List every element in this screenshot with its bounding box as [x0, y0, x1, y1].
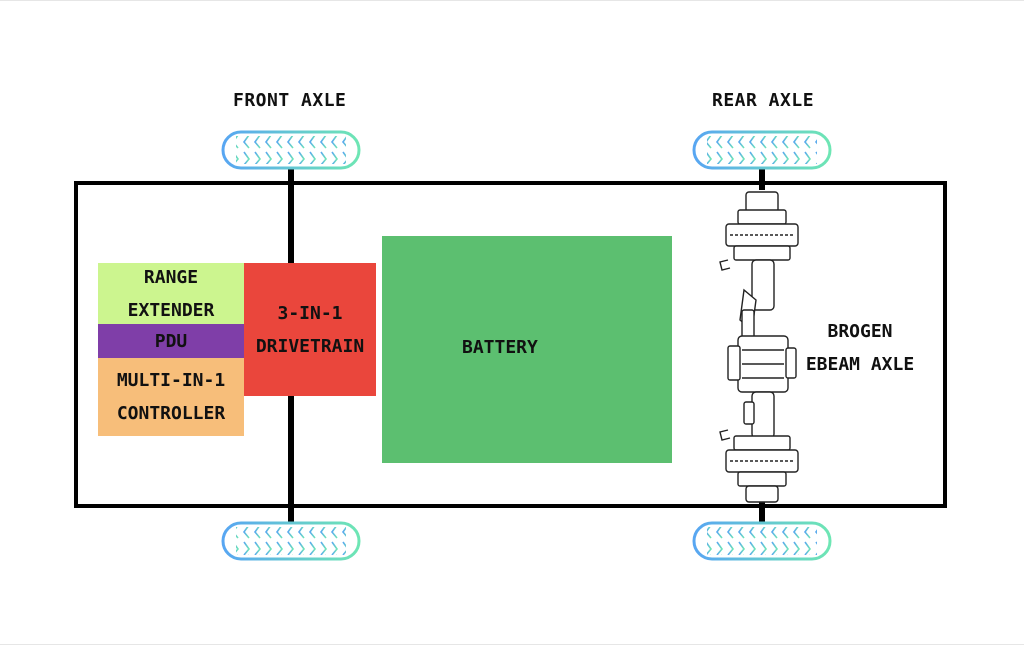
drivetrain-label-line2: DRIVETRAIN — [255, 335, 365, 357]
top-border — [0, 0, 1024, 1]
tire-icon — [692, 130, 832, 170]
front-axle-label: FRONT AXLE — [233, 90, 347, 111]
range-extender-label-line2: EXTENDER — [127, 299, 215, 321]
range-extender-label-line1: RANGE — [143, 266, 199, 288]
chassis-frame — [74, 181, 947, 508]
drivetrain-block: 3-IN-1 DRIVETRAIN — [244, 263, 376, 396]
bottom-border — [0, 644, 1024, 645]
tire-icon — [221, 521, 361, 561]
controller-label-line2: CONTROLLER — [116, 403, 226, 424]
pdu-label: PDU — [154, 330, 188, 352]
tire-icon — [221, 130, 361, 170]
battery-label: BATTERY — [462, 337, 538, 358]
ebeam-axle-label: BROGEN EBEAM AXLE — [792, 315, 928, 381]
tire-icon — [692, 521, 832, 561]
controller-label-line1: MULTI-IN-1 — [116, 370, 226, 391]
pdu-block: PDU — [98, 324, 244, 358]
controller-block: MULTI-IN-1 CONTROLLER — [98, 358, 244, 436]
drivetrain-label-line1: 3-IN-1 — [277, 302, 343, 324]
ebeam-axle-icon — [719, 191, 799, 503]
ebeam-label-line1: BROGEN — [827, 321, 893, 342]
rear-axle-label: REAR AXLE — [712, 90, 815, 111]
ebeam-label-line2: EBEAM AXLE — [805, 354, 915, 375]
battery-block: BATTERY — [382, 236, 672, 463]
range-extender-block: RANGE EXTENDER — [98, 263, 244, 324]
